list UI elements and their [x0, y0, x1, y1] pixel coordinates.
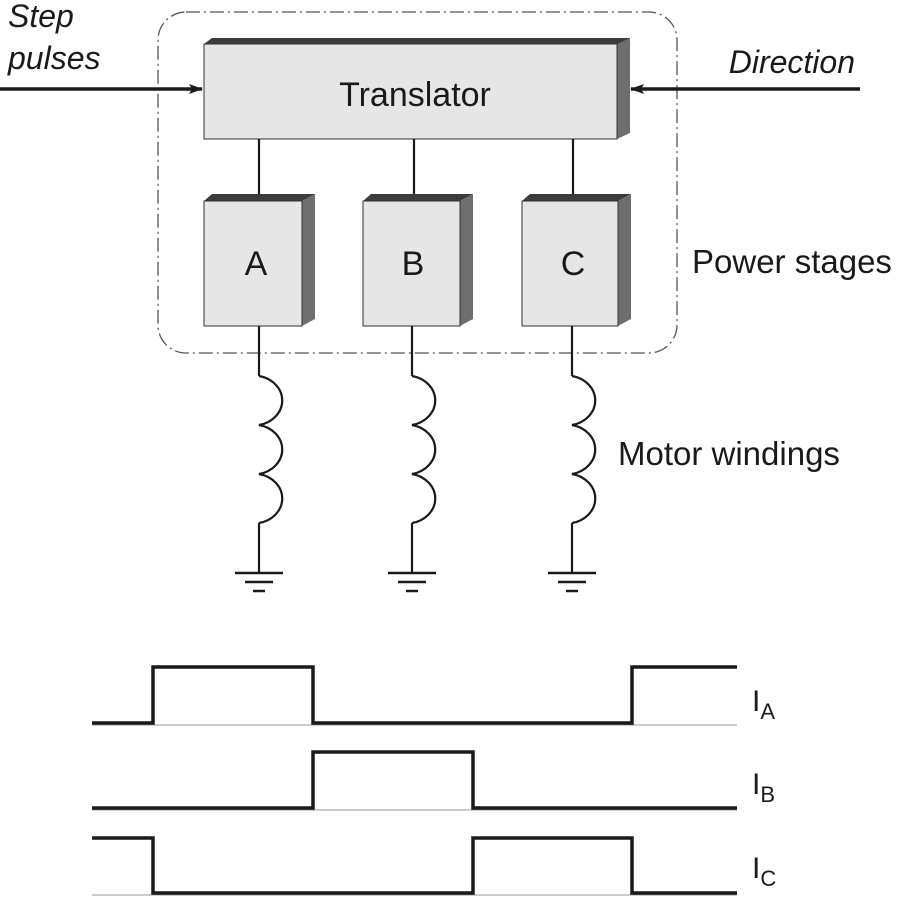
waveform-ia-subscript: A — [760, 699, 775, 724]
power-stage-c: C — [521, 194, 631, 327]
waveform-ic-name: I — [752, 852, 760, 885]
ground-icon-a — [235, 571, 283, 593]
power-stage-c-label: C — [561, 245, 586, 283]
translator-box: Translator — [203, 38, 630, 140]
waveform-ib — [92, 750, 737, 811]
power-stage-a: A — [203, 194, 315, 327]
waveform-ia-label: IA — [752, 685, 775, 724]
ground-icon-c — [548, 571, 596, 593]
waveform-ia-name: I — [752, 685, 760, 718]
power-stage-a-label: A — [245, 245, 268, 283]
waveform-ic-label: IC — [752, 852, 776, 891]
power-stages-label: Power stages — [692, 243, 892, 280]
waveform-ic-subscript: C — [760, 866, 776, 891]
motor-windings-label: Motor windings — [618, 435, 840, 472]
driver-boundary — [157, 11, 678, 354]
power-stage-b: B — [362, 194, 473, 327]
direction-label: Direction — [729, 44, 855, 80]
motor-winding-b — [410, 326, 437, 572]
waveform-ia — [92, 665, 737, 726]
ground-icon-b — [388, 571, 436, 593]
waveform-ib-name: I — [752, 768, 760, 801]
step-pulses-label-line2: pulses — [7, 40, 101, 76]
waveform-ic — [92, 836, 737, 896]
waveform-ib-label: IB — [752, 768, 775, 807]
motor-winding-c — [570, 326, 597, 572]
power-stage-b-label: B — [402, 245, 425, 283]
translator-label: Translator — [339, 76, 491, 114]
step-pulses-label-line1: Step — [8, 0, 74, 34]
waveform-ib-subscript: B — [760, 782, 775, 807]
motor-winding-a — [257, 326, 284, 572]
